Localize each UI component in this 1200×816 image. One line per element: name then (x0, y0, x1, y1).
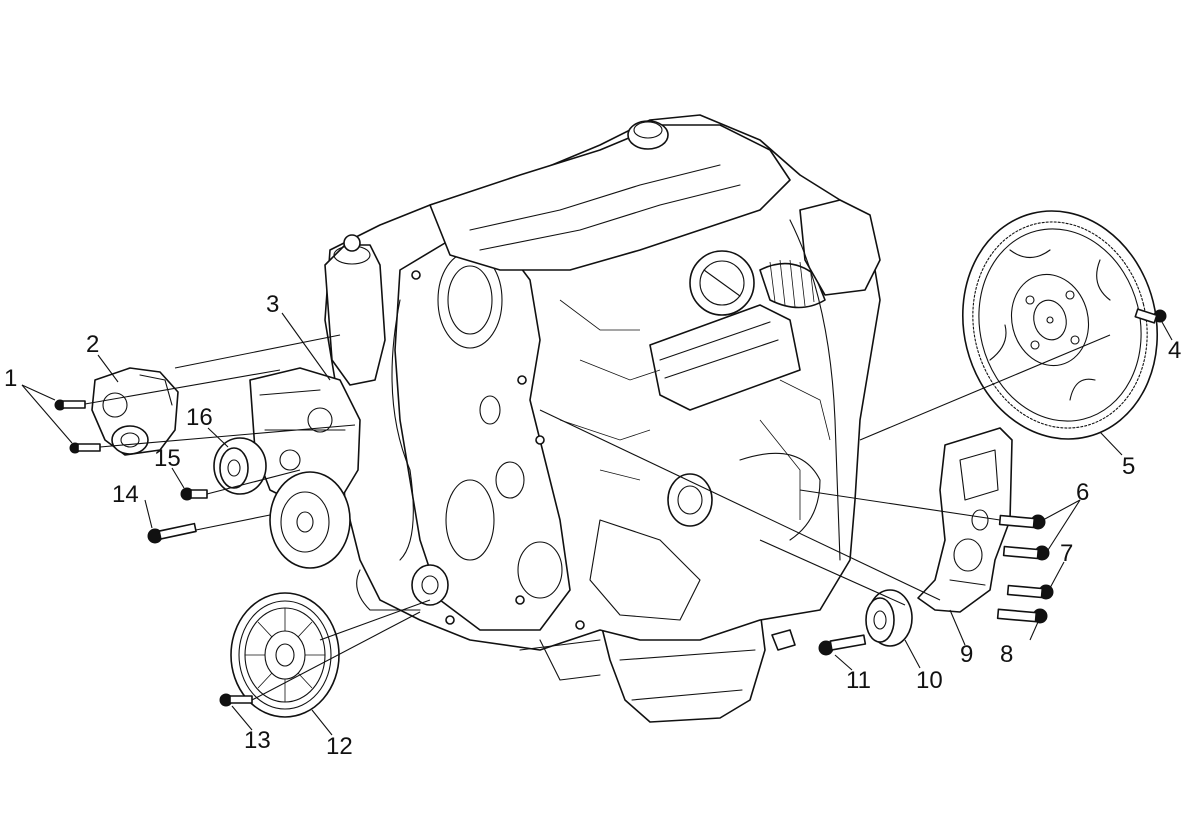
bolt-4 (1134, 308, 1167, 324)
callout-2: 2 (86, 331, 99, 358)
engine-assembly (324, 114, 881, 723)
crankshaft-pulley (230, 592, 340, 718)
callout-7: 7 (1060, 540, 1073, 567)
flywheel (961, 210, 1159, 440)
callout-8: 8 (1000, 641, 1013, 668)
callout-13: 13 (244, 727, 271, 754)
idler-pulley-right (865, 589, 913, 647)
bolt-13 (219, 693, 253, 707)
idler-pulley-left (213, 437, 267, 495)
bolt-7 (1006, 584, 1054, 600)
callout-3: 3 (266, 291, 279, 318)
leader-lines (21, 312, 1173, 736)
bolt-14 (147, 522, 197, 544)
bolt-15 (180, 487, 208, 501)
callout-9: 9 (960, 641, 973, 668)
mount-bracket (917, 427, 1013, 613)
bolts (54, 308, 1167, 707)
callout-4: 4 (1168, 337, 1181, 364)
callout-15: 15 (154, 445, 181, 472)
bolt-11 (818, 634, 867, 656)
callout-16: 16 (186, 404, 213, 431)
callout-12: 12 (326, 733, 353, 760)
bolt-6-upper (998, 514, 1046, 530)
bolt-6-lower (1002, 545, 1050, 561)
callout-5: 5 (1122, 453, 1135, 480)
bolt-1-upper (54, 399, 86, 411)
alternator-bracket (91, 367, 179, 456)
bolt-1-lower (69, 442, 101, 454)
callout-14: 14 (112, 481, 139, 508)
bolt-8 (996, 608, 1048, 624)
callout-1: 1 (4, 365, 17, 392)
callout-6: 6 (1076, 479, 1089, 506)
callout-10: 10 (916, 667, 943, 694)
callout-11: 11 (846, 667, 871, 694)
callout-labels: 1 2 3 4 5 6 7 8 9 10 11 12 13 14 15 16 (4, 291, 1181, 760)
